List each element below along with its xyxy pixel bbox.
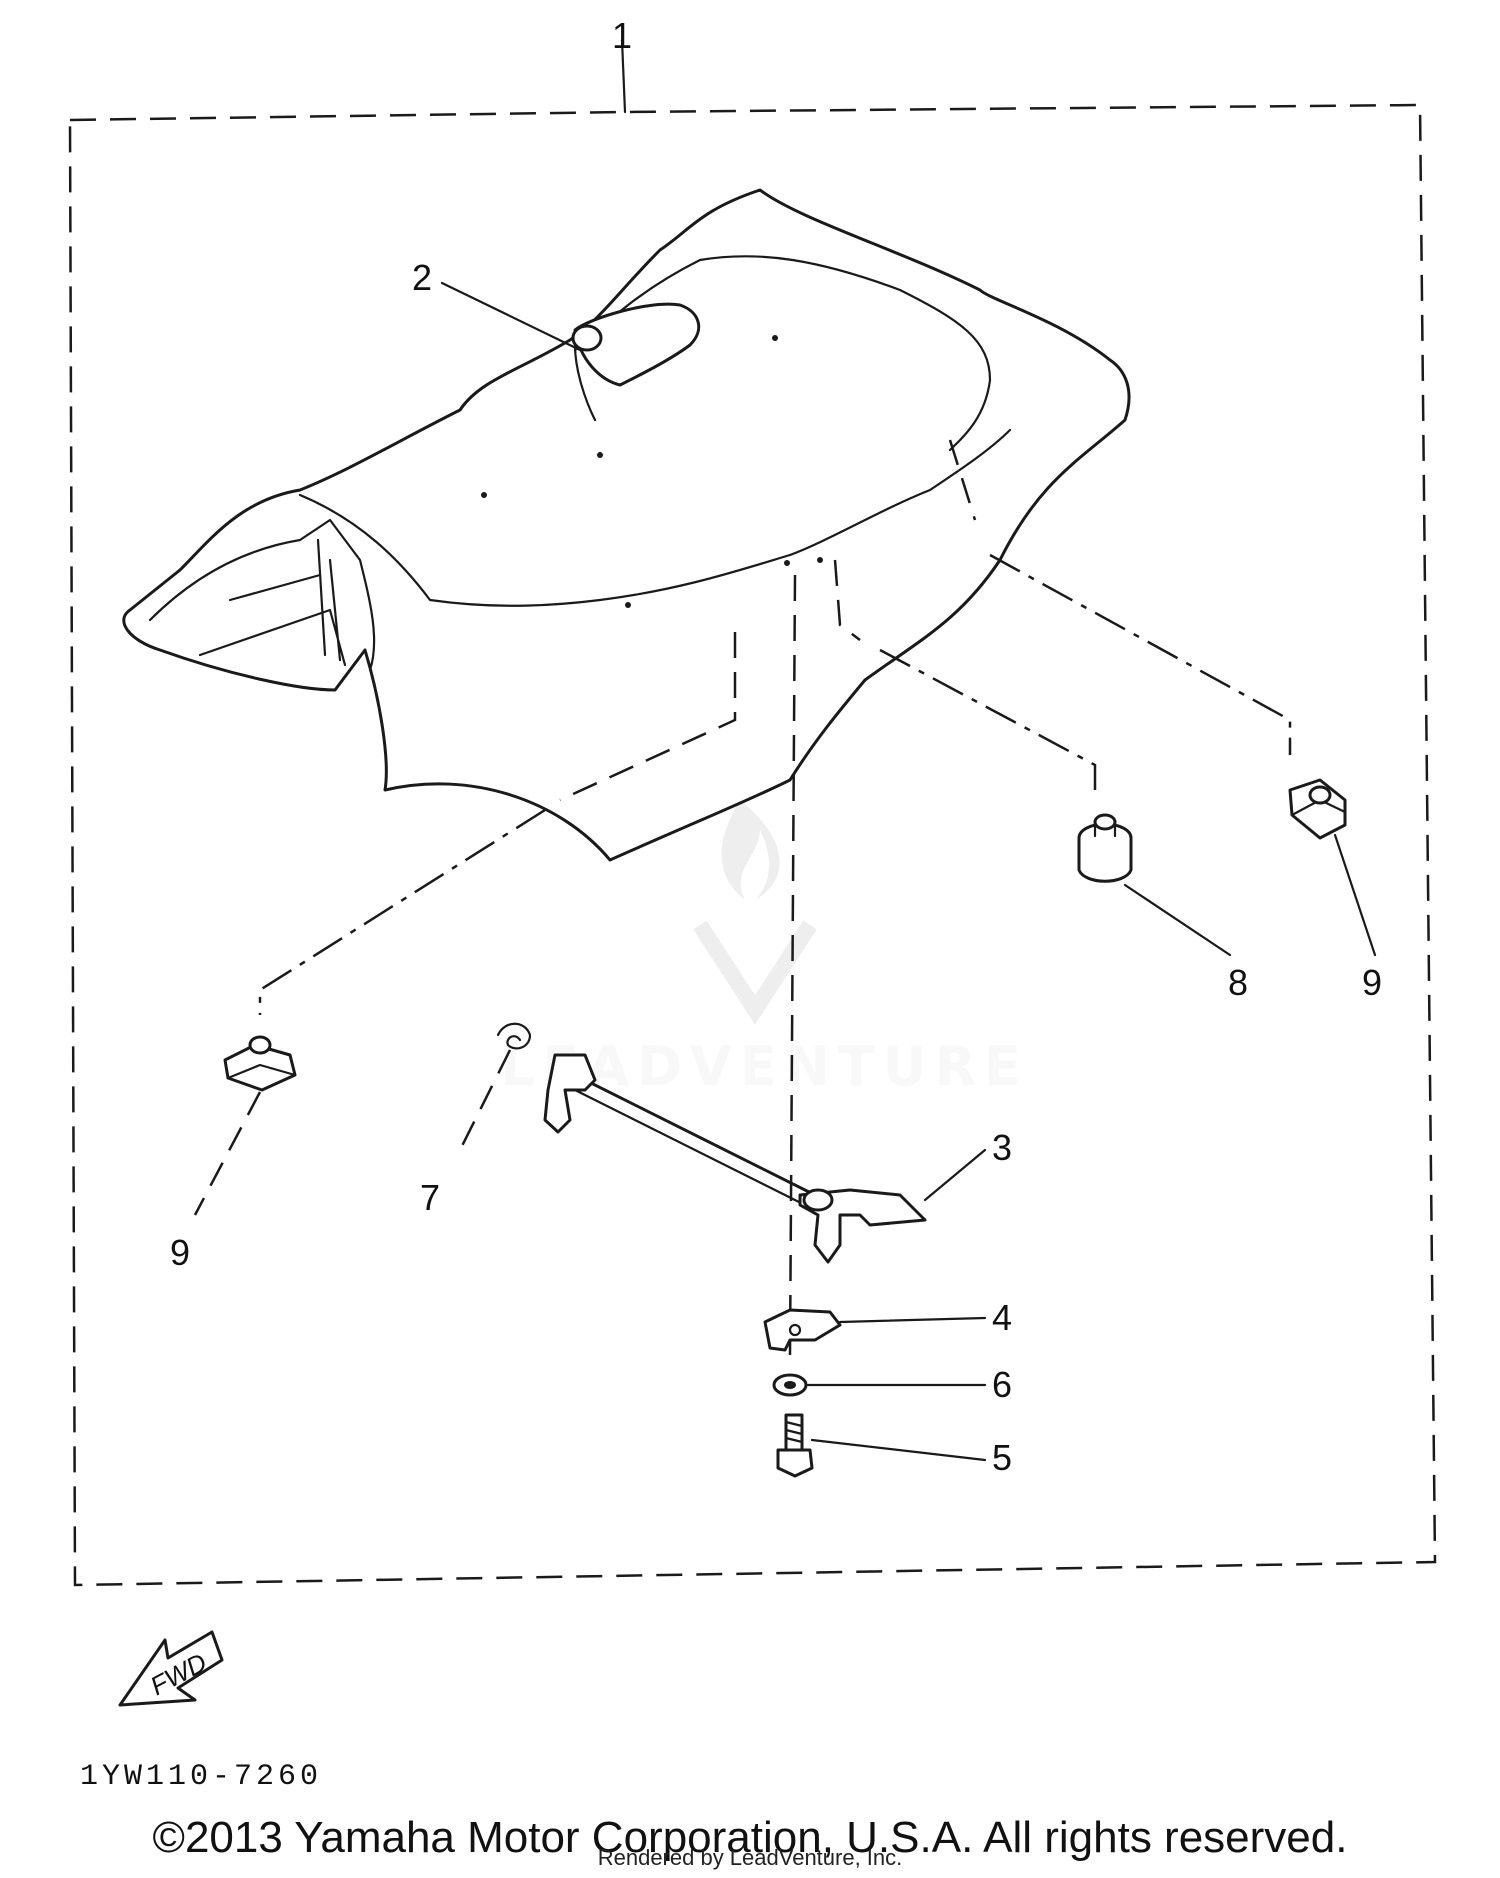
assembly-box [68, 103, 1437, 1587]
callout-1: 1 [612, 15, 632, 56]
callout-6: 6 [992, 1364, 1012, 1405]
part-7-clip [496, 1022, 532, 1050]
callout-9-right: 9 [1362, 962, 1382, 1003]
fwd-arrow-icon: FWD [118, 1630, 224, 1707]
part-6-washer [772, 1373, 808, 1397]
callout-5: 5 [992, 1437, 1012, 1478]
callout-9-left: 9 [170, 1232, 190, 1273]
callout-3: 3 [992, 1127, 1012, 1168]
callout-7: 7 [420, 1177, 440, 1218]
copyright-notice: ©2013 Yamaha Motor Corporation, U.S.A. A… [152, 1813, 1348, 1862]
part-5-bolt [776, 1413, 814, 1478]
part-3-lock-rod [543, 1053, 927, 1264]
callout-8: 8 [1228, 962, 1248, 1003]
leadventure-watermark: LEADVENTURE [500, 800, 1021, 1098]
callout-4: 4 [992, 1297, 1012, 1338]
rendered-by-notice: Rendered by LeadVenture, Inc. [597, 1845, 903, 1870]
part-9-right-clip-nut [989, 553, 1347, 840]
part-9-left-clip-nut [223, 808, 546, 1092]
callout-2: 2 [412, 257, 432, 298]
part-4-bracket [763, 1308, 842, 1352]
part-8-damper [879, 648, 1133, 883]
diagram-code: 1YW110-7260 [80, 1760, 323, 1794]
seat-body [122, 188, 1131, 862]
part-2-strap [571, 302, 701, 422]
